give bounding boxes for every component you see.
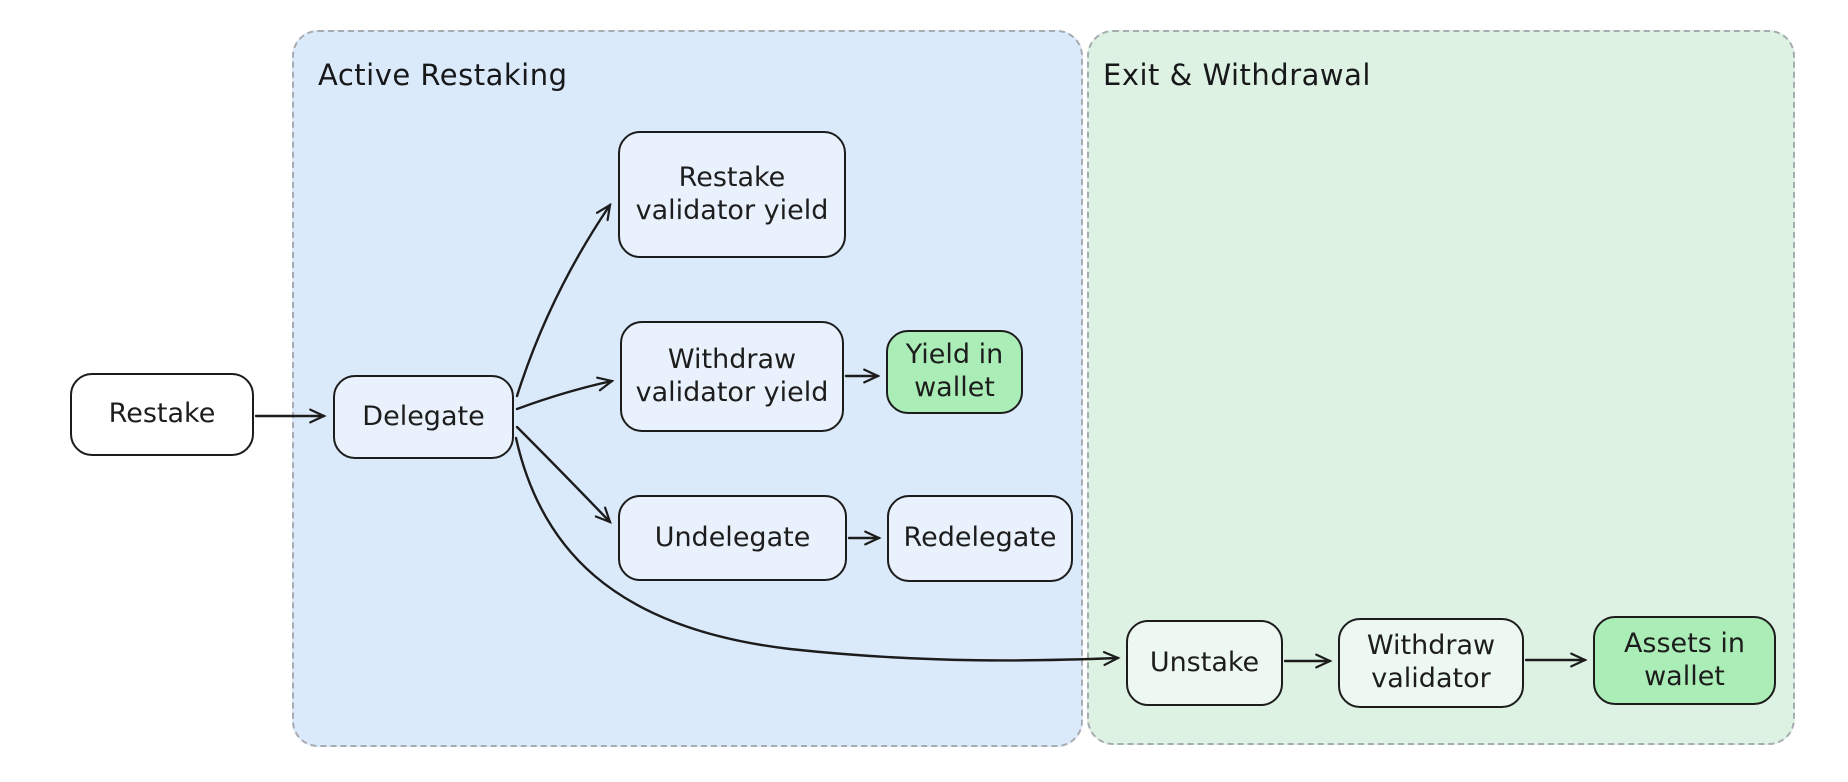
node-delegate: Delegate xyxy=(333,375,514,459)
node-yield-in-wallet-label: Yield in wallet xyxy=(905,339,1004,403)
node-undelegate-label: Undelegate xyxy=(654,521,811,553)
node-withdraw-validator: Withdraw validator xyxy=(1338,618,1524,708)
node-delegate-label: Delegate xyxy=(362,400,485,432)
node-restake-validator-yield: Restake validator yield xyxy=(618,131,846,258)
node-assets-in-wallet-label: Assets in wallet xyxy=(1623,627,1746,692)
node-restake-label: Restake xyxy=(108,398,216,430)
node-withdraw-validator-yield: Withdraw validator yield xyxy=(620,321,844,432)
node-withdraw-validator-label: Withdraw validator xyxy=(1366,630,1496,694)
node-restake: Restake xyxy=(70,373,254,456)
node-unstake: Unstake xyxy=(1126,620,1283,706)
node-yield-in-wallet: Yield in wallet xyxy=(886,330,1023,414)
node-withdraw-validator-yield-label: Withdraw validator yield xyxy=(635,343,829,408)
node-restake-validator-yield-label: Restake validator yield xyxy=(635,161,829,226)
node-redelegate: Redelegate xyxy=(887,495,1073,582)
node-redelegate-label: Redelegate xyxy=(903,522,1057,554)
region-active-restaking-title: Active Restaking xyxy=(318,58,568,92)
node-assets-in-wallet: Assets in wallet xyxy=(1593,616,1776,705)
node-undelegate: Undelegate xyxy=(618,495,847,581)
region-exit-withdrawal-title: Exit & Withdrawal xyxy=(1103,58,1371,92)
node-unstake-label: Unstake xyxy=(1149,646,1260,678)
